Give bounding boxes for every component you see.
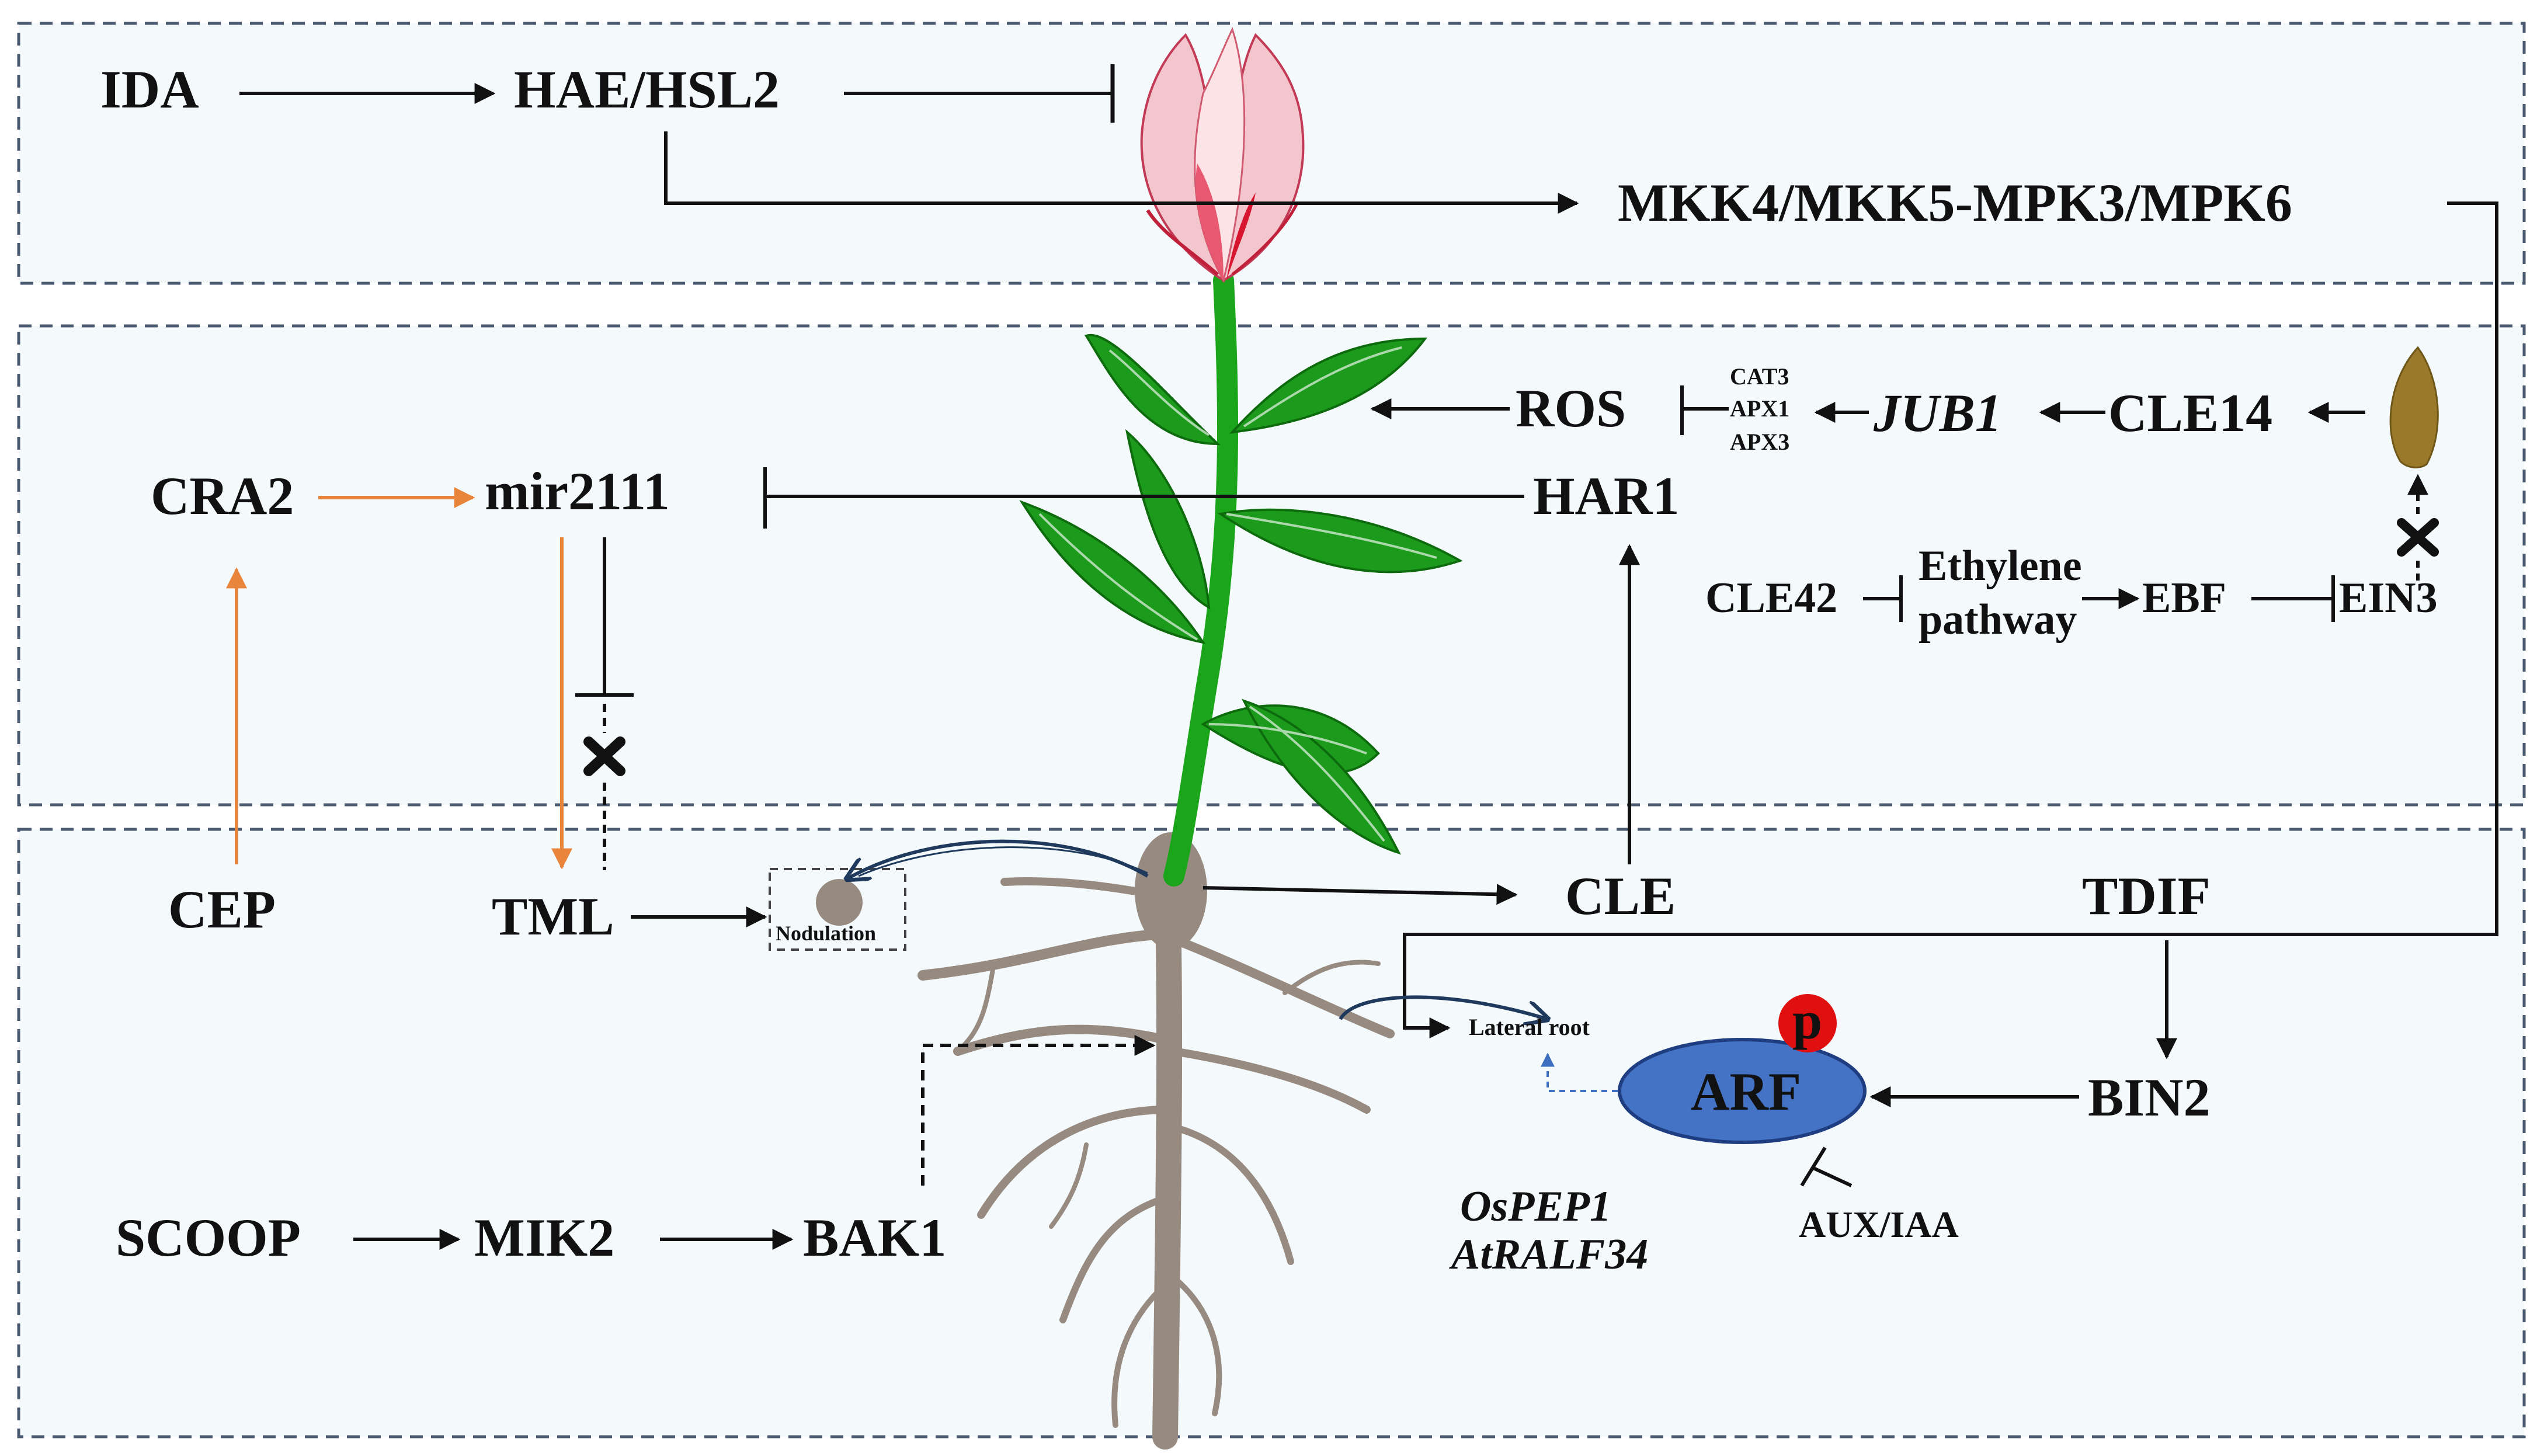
label-pathway: pathway bbox=[1919, 596, 2077, 644]
label-ebf: EBF bbox=[2142, 574, 2226, 622]
label-cle14: CLE14 bbox=[2108, 383, 2272, 443]
label-ein3: EIN3 bbox=[2339, 574, 2438, 622]
p-badge-icon bbox=[1778, 994, 1837, 1052]
label-mir2111: mir2111 bbox=[485, 461, 670, 521]
label-hae-hsl2: HAE/HSL2 bbox=[514, 60, 780, 119]
arf-ellipse bbox=[1618, 1038, 1867, 1144]
label-bak1: BAK1 bbox=[803, 1208, 946, 1267]
label-lateral-root: Lateral root bbox=[1469, 1014, 1590, 1040]
label-ethylene: Ethylene bbox=[1919, 542, 2082, 590]
cross-icon bbox=[2397, 518, 2439, 557]
label-apx3: APX3 bbox=[1730, 429, 1789, 455]
label-har1: HAR1 bbox=[1533, 466, 1679, 526]
plant-flower-icon bbox=[917, 27, 1463, 1450]
label-bin2: BIN2 bbox=[2088, 1068, 2211, 1127]
nodule-icon bbox=[816, 879, 863, 926]
label-p: p bbox=[1792, 991, 1822, 1050]
nodulation-box bbox=[769, 868, 906, 951]
label-ros: ROS bbox=[1516, 378, 1626, 438]
label-arf: ARF bbox=[1691, 1062, 1801, 1121]
cross-icon bbox=[583, 736, 625, 776]
label-mik2: MIK2 bbox=[474, 1208, 614, 1267]
label-scoop: SCOOP bbox=[116, 1208, 301, 1267]
label-jub1: JUB1 bbox=[1873, 383, 2002, 443]
label-apx1: APX1 bbox=[1730, 395, 1789, 422]
label-cat3: CAT3 bbox=[1730, 363, 1789, 390]
label-tml: TML bbox=[492, 887, 614, 946]
label-cle: CLE bbox=[1565, 866, 1676, 926]
panel-bottom bbox=[17, 828, 2526, 1438]
label-tdif: TDIF bbox=[2082, 866, 2211, 926]
label-mkk4-mkk5-mpk3-mpk6: MKK4/MKK5-MPK3/MPK6 bbox=[1618, 173, 2292, 232]
dead-leaf-icon bbox=[2389, 346, 2439, 468]
label-nodulation: Nodulation bbox=[776, 922, 876, 945]
label-cle42: CLE42 bbox=[1705, 574, 1837, 622]
label-aux-iaa: AUX/IAA bbox=[1799, 1204, 1959, 1245]
label-ida: IDA bbox=[100, 60, 199, 119]
label-ospep1: OsPEP1 bbox=[1460, 1183, 1611, 1231]
label-cep: CEP bbox=[168, 880, 276, 939]
label-atralf34: AtRALF34 bbox=[1449, 1231, 1648, 1278]
label-cra2: CRA2 bbox=[151, 466, 294, 526]
